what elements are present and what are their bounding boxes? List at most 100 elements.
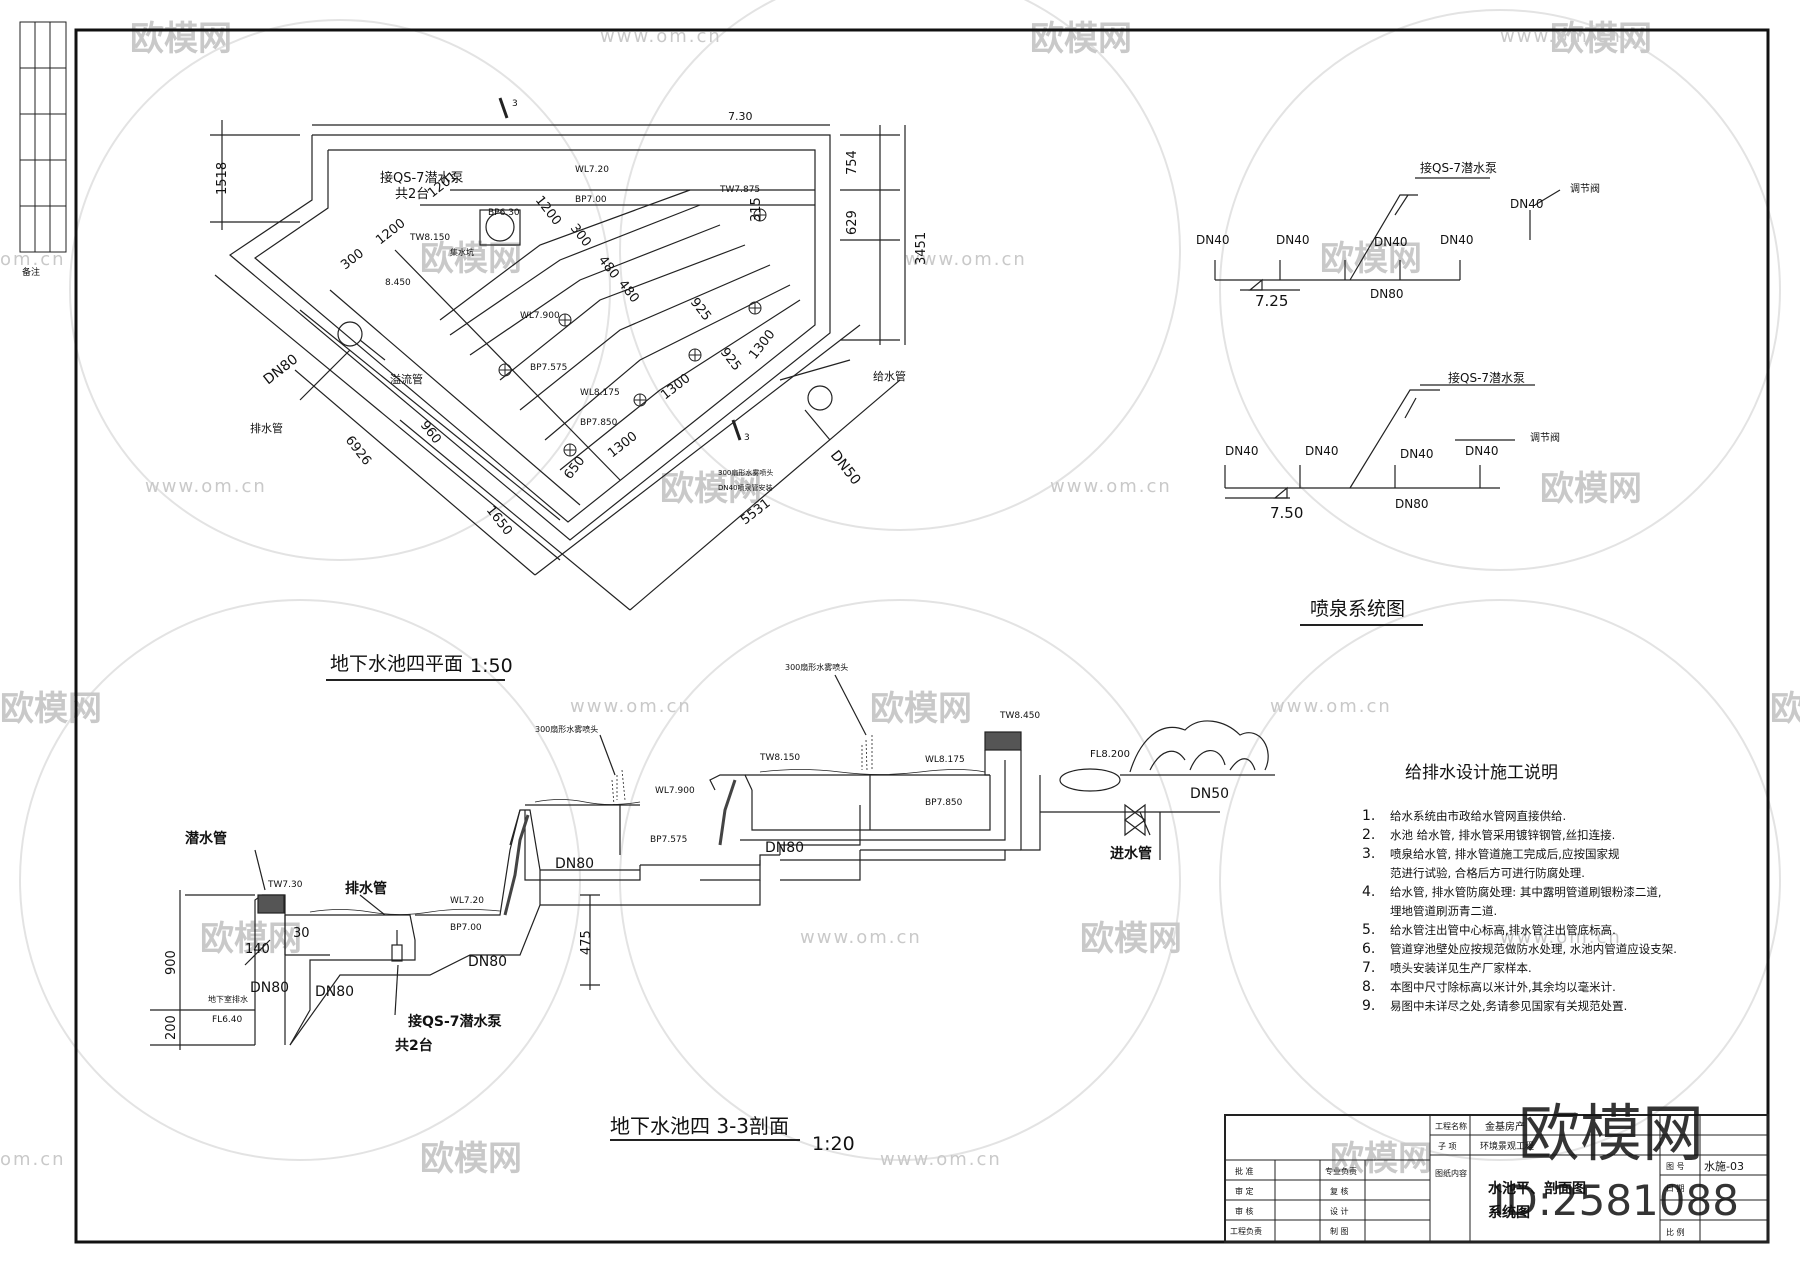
tb-project-name: 金基房产 (1485, 1120, 1525, 1133)
note-number: 5. (1362, 922, 1375, 938)
plan-nozzle-note2: DN40喷泉管安装 (718, 483, 773, 492)
plan-dim-3451: 3451 (914, 232, 929, 265)
sys1-level: 7.25 (1255, 292, 1288, 310)
section-floor-drain: 地下室排水 (208, 994, 248, 1004)
fountain-system-labels: 接QS-7潜水泵 调节阀 DN40 DN40 DN40 DN40 DN40 DN… (1196, 160, 1600, 620)
tb-drawing-no-label: 图 号 (1666, 1162, 1685, 1171)
section-fl8200: FL8.200 (1090, 749, 1130, 760)
section-fl640: FL6.40 (212, 1015, 243, 1025)
plan-bp7850: BP7.850 (580, 418, 618, 428)
tb-role2-1: 专业负责 (1325, 1166, 1357, 1176)
plan-dim-300b: 300 (338, 246, 367, 273)
section-wl720: WL7.20 (450, 896, 484, 906)
brand-watermark-large: 欧模网 ID:2581088 (1493, 1097, 1739, 1225)
plan-dim-315: 315 (749, 197, 764, 222)
watermark-brand-2: 欧模网 (1030, 19, 1132, 59)
plan-tw7875: TW7.875 (719, 185, 760, 195)
title-block-text: 工程名称 金基房产 子 项 环境景观工程 图纸内容 水池平、剖面图 系统图 批 … (1230, 1120, 1744, 1237)
plan-wl7900: WL7.900 (520, 311, 560, 321)
watermark-brand-14: 欧模网 (1330, 1139, 1432, 1179)
note-text: 水池 给水管, 排水管采用镀锌钢管,丝扣连接. (1390, 828, 1615, 842)
plan-dim-1300b: 1300 (658, 371, 693, 403)
note-text: 给水管, 排水管防腐处理: 其中露明管道刷银粉漆二道, (1390, 885, 1662, 899)
section-dn80-e: DN80 (250, 980, 289, 996)
plan-overflow: 溢流管 (390, 372, 423, 386)
plan-pump-label: 接QS-7潜水泵 (380, 170, 463, 186)
section-pump: 接QS-7潜水泵 (408, 1013, 502, 1030)
pool-plan (210, 97, 906, 681)
watermark-url-5: www.om.cn (145, 476, 267, 497)
sys1-dn80: DN80 (1370, 287, 1404, 301)
note-number: 4. (1362, 884, 1375, 900)
sys2-valve: 调节阀 (1530, 431, 1560, 444)
sys2-level: 7.50 (1270, 504, 1303, 522)
watermark-url-11: om.cn (0, 1149, 66, 1170)
plan-section-mark-top: 3 (512, 99, 518, 109)
plan-bp7575: BP7.575 (530, 363, 567, 373)
watermark-url-10: www.om.cn (1500, 927, 1622, 948)
section-bp7575: BP7.575 (650, 835, 687, 845)
section-dn80-a: DN80 (555, 856, 594, 872)
note-text: 本图中尺寸除标高以米计外,其余均以毫米计. (1390, 980, 1616, 994)
plan-dim-1300a: 1300 (746, 327, 778, 362)
note-text: 喷头安装详见生产厂家样本. (1390, 961, 1532, 975)
note-text: 易图中未详尽之处,务请参见国家有关规范处置. (1390, 999, 1627, 1013)
section-scale: 1:20 (812, 1133, 855, 1155)
tb-subitem-label: 子 项 (1438, 1142, 1457, 1151)
tb-role-4: 工程负责 (1230, 1226, 1262, 1236)
section-dn50: DN50 (1190, 786, 1229, 802)
watermark-url-4: www.om.cn (905, 249, 1027, 270)
watermark-brand-6: 欧模网 (660, 469, 762, 509)
section-dim-30: 30 (293, 926, 310, 941)
margin-label: 备注 (22, 266, 40, 278)
plan-sump: 集水坑 (450, 247, 474, 257)
note-text: 给水系统由市政给水管网直接供给. (1390, 809, 1566, 823)
section-wl8175: WL8.175 (925, 755, 965, 765)
plan-title: 地下水池四平面 (330, 653, 463, 675)
tb-role2-3: 设 计 (1330, 1206, 1349, 1216)
watermark-url-6: www.om.cn (1050, 476, 1172, 497)
note-number: 2. (1362, 827, 1375, 843)
plan-dim-top: 7.30 (728, 110, 753, 123)
watermark-brand-4: 欧模网 (420, 239, 522, 279)
sys2-dn40-1: DN40 (1225, 444, 1259, 458)
plan-dim-754: 754 (845, 150, 860, 175)
pool-section-labels: 300扇形水雾喷头 300扇形水雾喷头 TW8.450 FL8.200 DN50… (164, 662, 1229, 1155)
plan-bp630: BP6.30 (488, 208, 520, 218)
sys2-dn80: DN80 (1395, 497, 1429, 511)
watermark-brand-8: 欧模网 (0, 689, 102, 729)
plan-drain: 排水管 (250, 421, 283, 435)
plan-tw8150: TW8.150 (409, 233, 450, 243)
tb-role-2: 审 定 (1235, 1186, 1254, 1196)
tb-subitem: 环境景观工程 (1480, 1140, 1534, 1152)
plan-dim-1200a: 1200 (532, 193, 564, 228)
pool-plan-labels: 3 3 7.30 1518 754 629 3451 接QS-7潜水泵 共2台 … (215, 99, 929, 677)
big-brand-text: 欧模网 (1518, 1097, 1704, 1170)
plan-dn50: DN50 (827, 448, 864, 489)
plan-dim-480b: 480 (615, 277, 642, 306)
plan-dim-1300c: 1300 (605, 429, 640, 461)
section-wl7900: WL7.900 (655, 786, 695, 796)
plan-dim-1650: 1650 (483, 503, 515, 538)
left-margin-strip (19, 21, 67, 253)
note-number: 6. (1362, 941, 1375, 957)
sys1-dn40-4: DN40 (1440, 233, 1474, 247)
watermark-url-9: www.om.cn (800, 927, 922, 948)
tb-date-label: 日 期 (1666, 1184, 1685, 1193)
note-number: 1. (1362, 808, 1375, 824)
drawing-border (74, 28, 1770, 1244)
note-number: 8. (1362, 979, 1375, 995)
tb-content-label: 图纸内容 (1435, 1168, 1467, 1178)
tb-scale-label: 比 例 (1666, 1227, 1685, 1237)
tb-project-label: 工程名称 (1435, 1121, 1467, 1131)
design-notes: 给排水设计施工说明 1.给水系统由市政给水管网直接供给.2.水池 给水管, 排水… (1362, 763, 1677, 1014)
plan-nozzle-note: 300扇形水雾喷头 (718, 468, 773, 477)
watermark-brand-3: 欧模网 (1550, 19, 1652, 59)
sys1-dn40-3: DN40 (1374, 235, 1408, 249)
plan-dim-650: 650 (561, 454, 588, 483)
note-text: 管道穿池壁处应按规范做防水处理, 水池内管道应设支架. (1390, 942, 1677, 956)
plan-elev-8450: 8.450 (385, 278, 411, 288)
watermark-url-8: www.om.cn (570, 696, 692, 717)
sys1-valve: 调节阀 (1570, 182, 1600, 195)
